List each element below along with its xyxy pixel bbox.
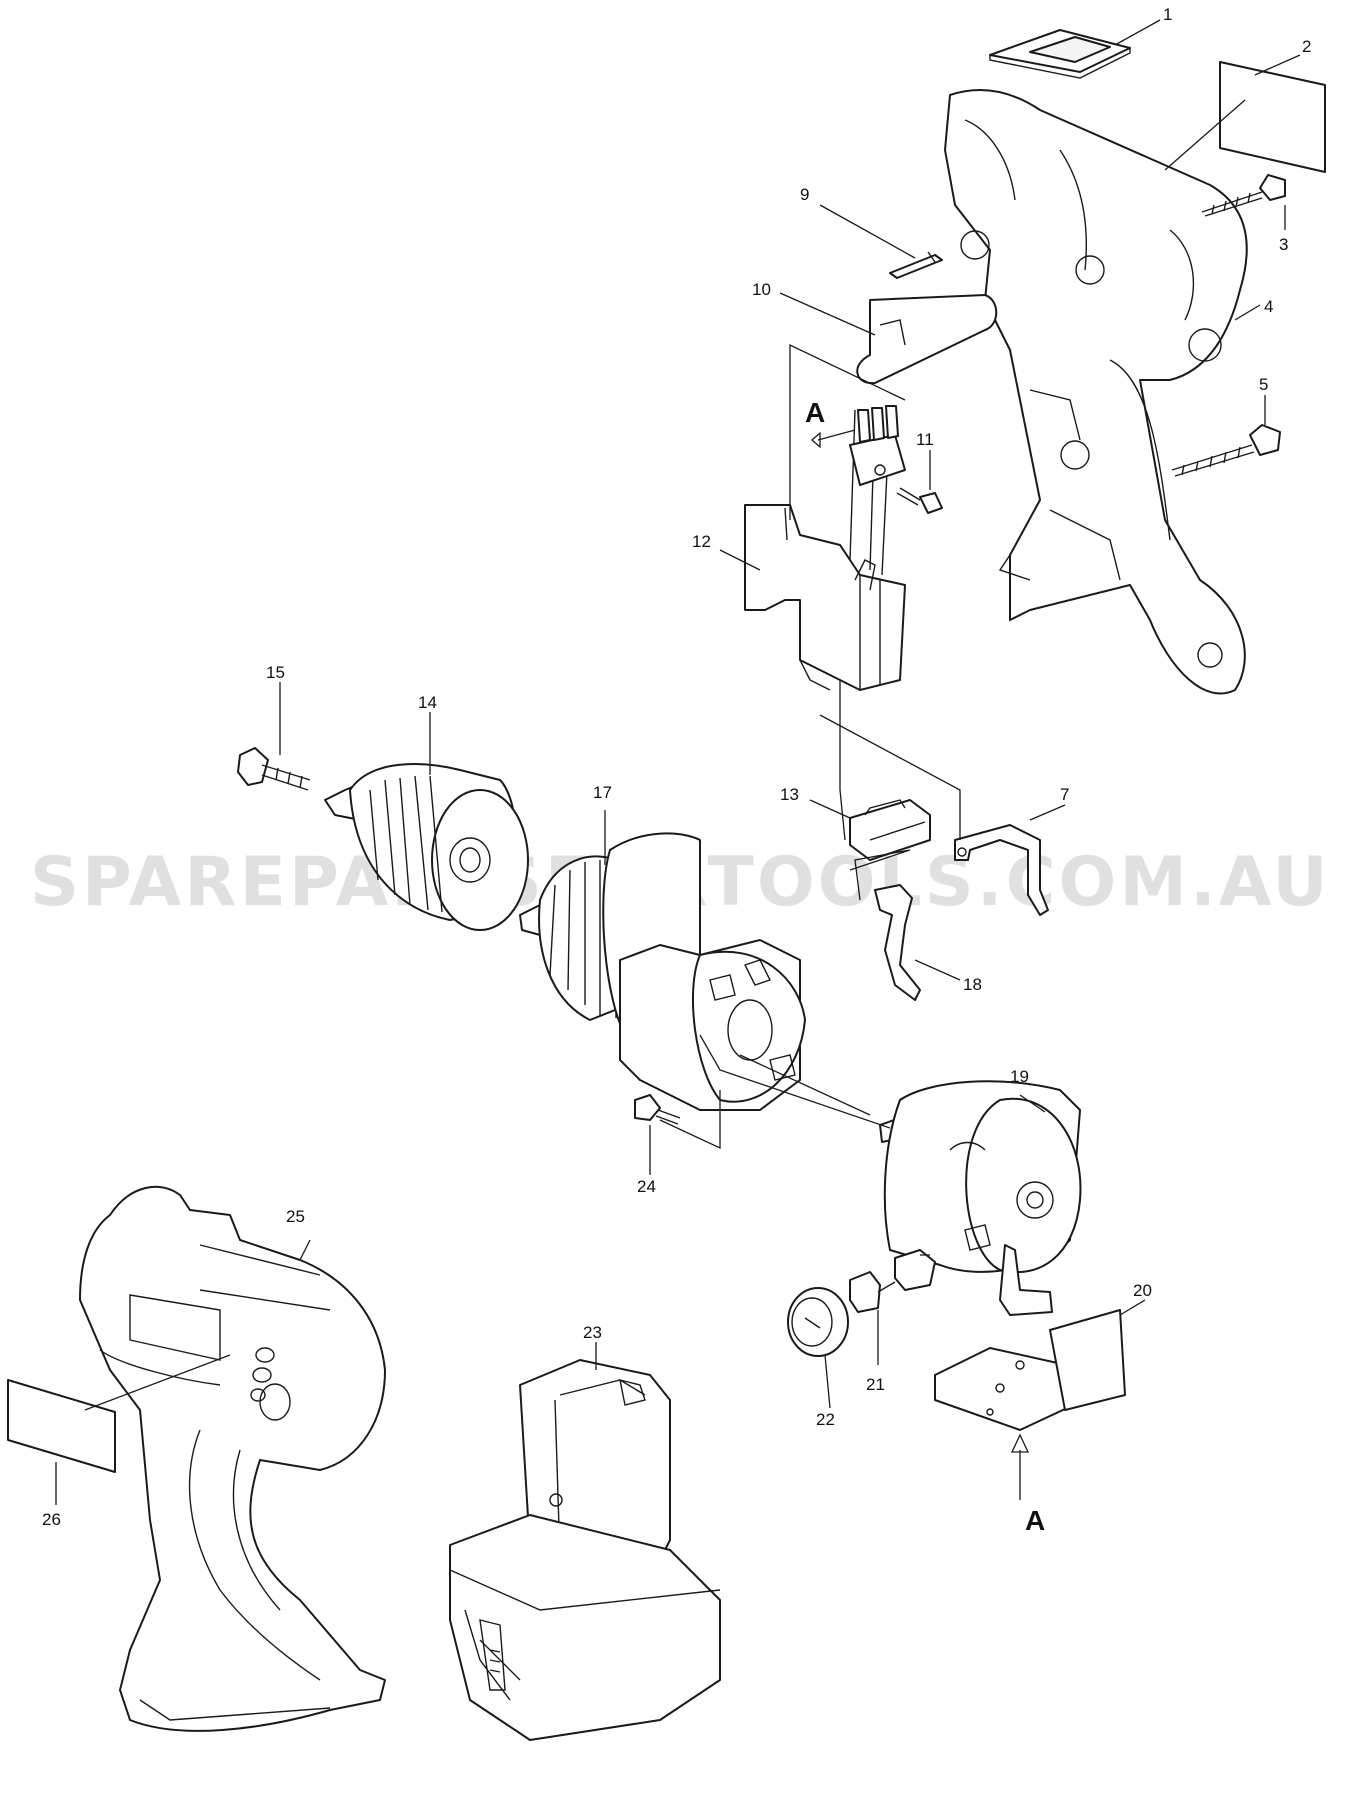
- part-5-screw: [1171, 424, 1281, 477]
- leader-lines: [55, 19, 1301, 1505]
- part-9-pin: [889, 251, 943, 279]
- callout-18: 18: [963, 975, 982, 994]
- callout-10: 10: [752, 280, 771, 299]
- callout-24: 24: [637, 1177, 656, 1196]
- callout-11: 11: [916, 430, 934, 449]
- part-22-brush-cap: [787, 1287, 849, 1357]
- part-18-terminal: [874, 884, 921, 1001]
- part-24-screw: [634, 1094, 681, 1125]
- part-13-brush-holder: [849, 799, 931, 861]
- callout-7: 7: [1060, 785, 1069, 804]
- callout-14: 14: [418, 693, 437, 712]
- callout-26: 26: [42, 1510, 61, 1529]
- part-capacitor-connector: [849, 405, 906, 486]
- callout-2: 2: [1302, 37, 1311, 56]
- section-marker-a-top: A: [805, 397, 825, 428]
- section-marker-a-bottom: A: [1025, 1505, 1045, 1536]
- part-26-label: [7, 1379, 116, 1473]
- callout-19: 19: [1010, 1067, 1029, 1086]
- part-14-chuck: [324, 763, 529, 931]
- callout-5: 5: [1259, 375, 1268, 394]
- callout-13: 13: [780, 785, 799, 804]
- part-1-name-plate: [989, 29, 1131, 79]
- callout-3: 3: [1279, 235, 1288, 254]
- callout-12: 12: [692, 532, 711, 551]
- part-17-gear-assembly: [519, 832, 806, 1111]
- callout-17: 17: [593, 783, 612, 802]
- part-15-screw: [237, 747, 311, 791]
- part-7-terminal: [954, 824, 1049, 916]
- callout-4: 4: [1264, 297, 1273, 316]
- part-10-switch-lever: [856, 294, 998, 385]
- part-11-screw: [896, 487, 943, 514]
- callout-22: 22: [816, 1410, 835, 1429]
- callout-20: 20: [1133, 1281, 1152, 1300]
- part-3-screw: [1201, 174, 1286, 217]
- callout-25: 25: [286, 1207, 305, 1226]
- part-2-label: [1219, 61, 1326, 173]
- callout-1: 1: [1163, 5, 1172, 24]
- part-number-callouts: 1 2 3 4 5 7 9 10 11 12 13 14 15 17 18 19…: [42, 5, 1311, 1529]
- part-21-carbon-brush: [849, 1249, 936, 1313]
- callout-9: 9: [800, 185, 809, 204]
- callout-21: 21: [866, 1375, 885, 1394]
- part-20-base-plate: [934, 1309, 1126, 1431]
- part-4-housing-set: [944, 89, 1248, 695]
- part-23-battery: [449, 1359, 721, 1741]
- part-19-motor: [879, 1080, 1082, 1316]
- part-25-housing: [79, 1185, 386, 1732]
- callout-23: 23: [583, 1323, 602, 1342]
- callout-15: 15: [266, 663, 285, 682]
